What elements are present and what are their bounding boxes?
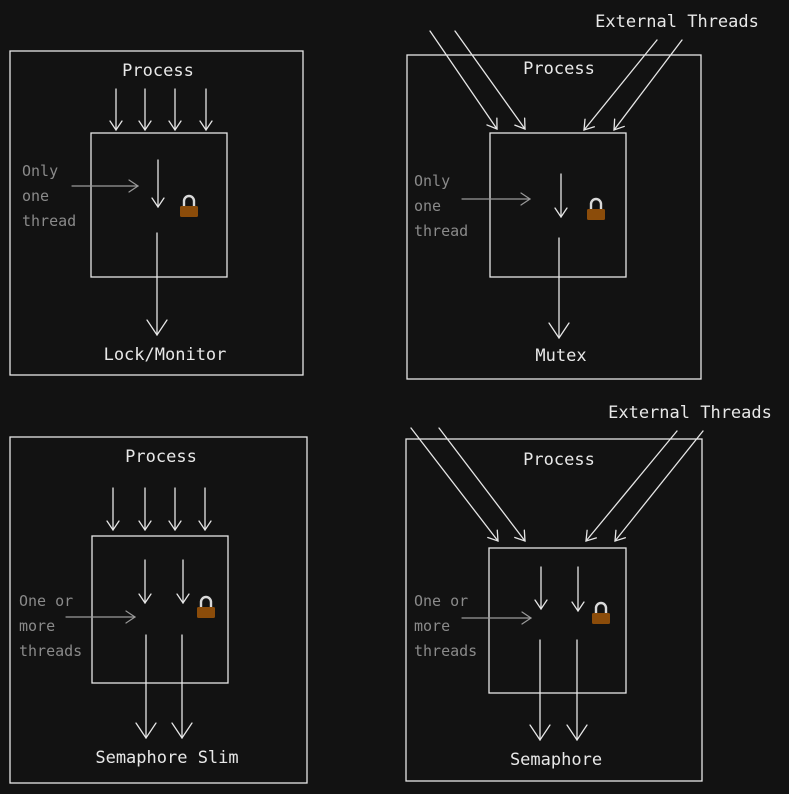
- note-line: threads: [414, 642, 477, 660]
- padlock-icon: [180, 194, 198, 217]
- external-thread-arrow: [438, 427, 526, 542]
- process-label: Process: [523, 59, 595, 79]
- panel-caption: Lock/Monitor: [104, 345, 227, 365]
- padlock-icon: [197, 595, 215, 618]
- external-thread-arrow: [410, 427, 499, 542]
- critical-section-box: [90, 132, 228, 278]
- process-label: Process: [125, 447, 197, 467]
- note-line: more: [19, 617, 55, 635]
- process-label: Process: [523, 450, 595, 470]
- panel-caption: Semaphore Slim: [95, 748, 238, 768]
- note-line: one: [22, 187, 49, 205]
- note-line: more: [414, 617, 450, 635]
- external-threads-label: External Threads: [608, 403, 772, 423]
- padlock-icon: [587, 197, 605, 220]
- note-line: threads: [19, 642, 82, 660]
- panel-caption: Semaphore: [510, 750, 602, 770]
- external-thread-arrow: [454, 30, 526, 130]
- process-boundary: [9, 436, 308, 784]
- external-threads-label: External Threads: [595, 12, 759, 32]
- panel-caption: Mutex: [535, 346, 586, 366]
- panel-mutex: Process External Threads Only one thread…: [406, 12, 759, 380]
- note-line: thread: [414, 222, 468, 240]
- external-thread-arrow: [583, 39, 658, 131]
- critical-section-box: [91, 535, 229, 684]
- external-thread-arrow: [613, 39, 683, 131]
- panel-lock-monitor: Process Only one thread Lock/Monitor: [9, 50, 304, 376]
- external-thread-arrow: [614, 430, 704, 542]
- process-boundary: [405, 438, 703, 782]
- note-line: thread: [22, 212, 76, 230]
- process-boundary: [9, 50, 304, 376]
- critical-section-box: [489, 132, 627, 278]
- external-thread-arrow: [429, 30, 498, 130]
- process-boundary: [406, 54, 702, 380]
- panel-semaphore-slim: Process One or more threads Semaphore Sl…: [9, 436, 308, 784]
- note-line: One or: [414, 592, 468, 610]
- process-label: Process: [122, 61, 194, 81]
- external-thread-arrow: [585, 430, 678, 542]
- note-line: Only: [22, 162, 58, 180]
- padlock-icon: [592, 601, 610, 624]
- note-line: One or: [19, 592, 73, 610]
- note-line: Only: [414, 172, 450, 190]
- critical-section-box: [488, 547, 627, 694]
- note-line: one: [414, 197, 441, 215]
- panel-semaphore: Process External Threads One or more thr…: [405, 403, 772, 782]
